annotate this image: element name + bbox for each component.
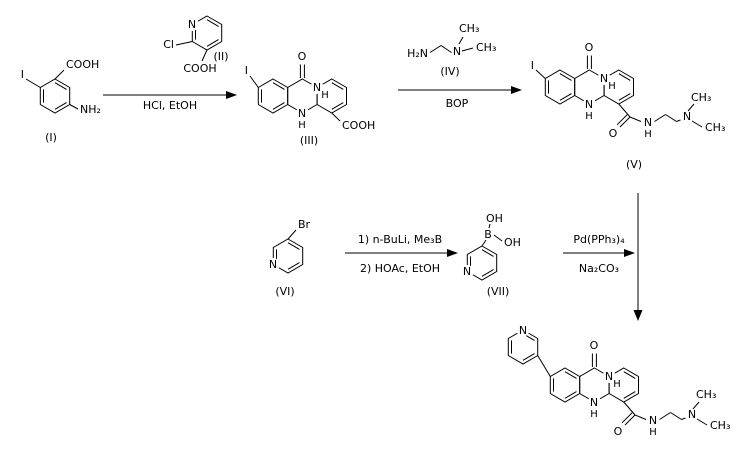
arrow-step4: Pd(PPh₃)₄ Na₂CO₃ xyxy=(563,233,635,275)
atom-label-n-bottom: N xyxy=(590,396,598,409)
atom-label-iodine: I xyxy=(531,59,534,72)
arrow-step2: BOP xyxy=(398,86,522,110)
atom-label-cl: Cl xyxy=(163,38,174,51)
compound-label: (III) xyxy=(300,134,318,147)
atom-label-amide-o: O xyxy=(614,425,623,438)
bond-skeleton xyxy=(249,64,347,122)
reagent-label-above: Pd(PPh₃)₄ xyxy=(573,233,625,246)
atom-label-n-top: N xyxy=(605,370,613,383)
atom-label-ch3-right: CH₃ xyxy=(705,121,725,134)
atom-label-h-top: H xyxy=(321,90,329,101)
compound-label: (II) xyxy=(213,50,228,63)
arrow-step3: 1) n-BuLi, Me₃B 2) HOAc, EtOH xyxy=(345,233,458,275)
atom-label-cooh: COOH xyxy=(66,58,99,71)
atom-label-n-dimethyl: N xyxy=(683,110,691,123)
atom-label-iodine: I xyxy=(21,68,24,81)
compound-1: I COOH NH₂ (I) xyxy=(21,58,101,144)
atom-label-ch3-top: CH₃ xyxy=(696,388,716,401)
atom-label-n-bottom: N xyxy=(585,98,593,111)
bond-skeleton xyxy=(466,223,503,281)
atom-label-oh-top: OH xyxy=(486,212,503,225)
compound-4: H₂N N CH₃ CH₃ (IV) xyxy=(407,22,496,78)
compound-label: (V) xyxy=(626,158,642,171)
compound-3: I O N H N H COOH (III) xyxy=(245,50,376,147)
atom-label-n: N xyxy=(188,18,196,31)
bond-skeleton xyxy=(25,69,79,114)
atom-label-carbonyl-o: O xyxy=(298,50,307,63)
atom-label-n: N xyxy=(269,258,277,271)
reagent-label-below: Na₂CO₃ xyxy=(579,262,619,275)
atom-label-amide-h: H xyxy=(649,427,657,438)
reagent-label-below: 2) HOAc, EtOH xyxy=(360,262,440,275)
atom-label-amide-o: O xyxy=(609,127,618,140)
arrow-down-to-product xyxy=(633,193,643,321)
compound-5: I O N H N H O N H N CH₃ CH₃ (V) xyxy=(531,41,726,171)
compound-label: (I) xyxy=(45,131,57,144)
atom-label-n-top: N xyxy=(600,72,608,85)
atom-label-h-bottom: H xyxy=(585,111,593,122)
atom-label-b: B xyxy=(484,228,492,241)
atom-label-n-bottom: N xyxy=(298,107,306,120)
bond-skeleton xyxy=(535,55,703,128)
compound-label: (VI) xyxy=(275,285,294,298)
compound-7: OH B OH N (VII) xyxy=(460,212,521,298)
compound-label: (IV) xyxy=(440,65,459,78)
compound-label: (VII) xyxy=(487,285,510,298)
atom-label-iodine: I xyxy=(245,64,248,77)
reagent-label-above: 1) n-BuLi, Me₃B xyxy=(358,233,442,246)
atom-label-ch3-top: CH₃ xyxy=(459,22,479,35)
atom-label-ch3-right: CH₃ xyxy=(476,41,496,54)
bond-skeleton xyxy=(429,36,474,53)
arrow-step1: HCl, EtOH xyxy=(103,91,237,112)
atom-label-amide-n: N xyxy=(644,116,652,129)
atom-label-ch3-right: CH₃ xyxy=(710,419,730,432)
atom-label-h-bottom: H xyxy=(298,120,306,131)
atom-label-cooh: COOH xyxy=(183,62,216,75)
atom-label-amide-n: N xyxy=(649,414,657,427)
atom-label-oh-right: OH xyxy=(504,236,521,249)
atom-label-n-top: N xyxy=(313,81,321,94)
atom-label-amide-h: H xyxy=(644,129,652,140)
atom-label-pyridyl-n: N xyxy=(519,324,527,337)
compound-6: Br N (VI) xyxy=(266,218,311,298)
atom-label-h-bottom: H xyxy=(590,409,598,420)
atom-label-ch3-top: CH₃ xyxy=(691,91,711,104)
atom-label-n-dimethyl: N xyxy=(688,408,696,421)
atom-label-h2n: H₂N xyxy=(407,47,428,60)
atom-label-carbonyl-o: O xyxy=(590,339,599,352)
atom-label-cooh: COOH xyxy=(342,119,375,132)
compound-product: N O N H N H O N H N CH₃ CH₃ xyxy=(507,323,730,438)
atom-label-nh2: NH₂ xyxy=(80,103,101,116)
reagent-label: BOP xyxy=(446,97,469,110)
atom-label-carbonyl-o: O xyxy=(585,41,594,54)
atom-label-n: N xyxy=(463,265,471,278)
atom-label-br: Br xyxy=(298,218,311,231)
reagent-label: HCl, EtOH xyxy=(143,99,197,112)
atom-label-n: N xyxy=(453,45,461,58)
compound-2: N Cl COOH (II) xyxy=(163,15,229,75)
atom-label-h-top: H xyxy=(608,81,616,92)
atom-label-h-top: H xyxy=(613,379,621,390)
